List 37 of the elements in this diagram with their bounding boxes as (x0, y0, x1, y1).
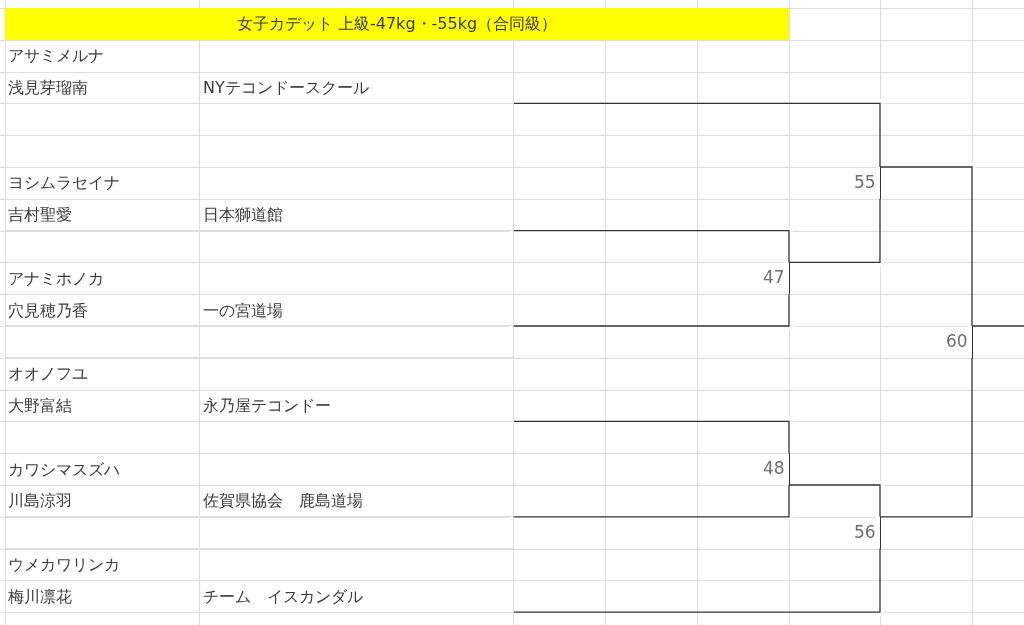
name-reading: ヨシムラセイナ (8, 173, 120, 194)
bracket-line (879, 357, 973, 518)
club-name: 佐賀県協会 鹿島道場 (203, 491, 363, 512)
bracket-line (512, 420, 790, 454)
athlete-name: 川島涼羽 (8, 491, 72, 512)
name-reading: カワシマスズハ (8, 459, 120, 480)
bracket-line (512, 293, 790, 327)
bracket-line (971, 325, 1024, 327)
title-banner: 女子カデット 上級-47kg・-55kg（合同級） (5, 8, 789, 40)
athlete-name: 梅川凛花 (8, 586, 72, 607)
club-name: NYテコンドースクール (203, 78, 369, 98)
bracket-line (512, 484, 790, 518)
bracket-line (512, 229, 790, 264)
club-name: 一の宮道場 (203, 300, 283, 321)
athlete-name: 浅見芽瑠南 (8, 78, 88, 98)
bracket-line (788, 198, 881, 264)
bracket-line (879, 166, 973, 327)
athlete-name: 大野富結 (8, 396, 72, 416)
name-reading: オオノフユ (8, 364, 88, 385)
club-name: チーム イスカンダル (203, 586, 363, 607)
club-name: 永乃屋テコンドー (203, 396, 331, 416)
entry-row (5, 357, 514, 422)
match-number: 47 (757, 262, 790, 295)
athlete-name: 穴見穂乃香 (8, 300, 88, 321)
club-name: 日本獅道館 (203, 205, 283, 226)
match-number: 60 (940, 326, 973, 358)
name-reading: アサミメルナ (8, 46, 104, 67)
match-number: 56 (848, 516, 881, 549)
match-number: 55 (848, 167, 881, 199)
match-number: 48 (757, 453, 790, 485)
athlete-name: 吉村聖愛 (8, 205, 72, 226)
bracket-line (512, 547, 881, 613)
name-reading: ウメカワリンカ (8, 555, 120, 575)
bracket-line (788, 484, 881, 518)
entry-row (5, 548, 514, 613)
name-reading: アナミホノカ (8, 268, 104, 289)
bracket-line (512, 102, 881, 168)
